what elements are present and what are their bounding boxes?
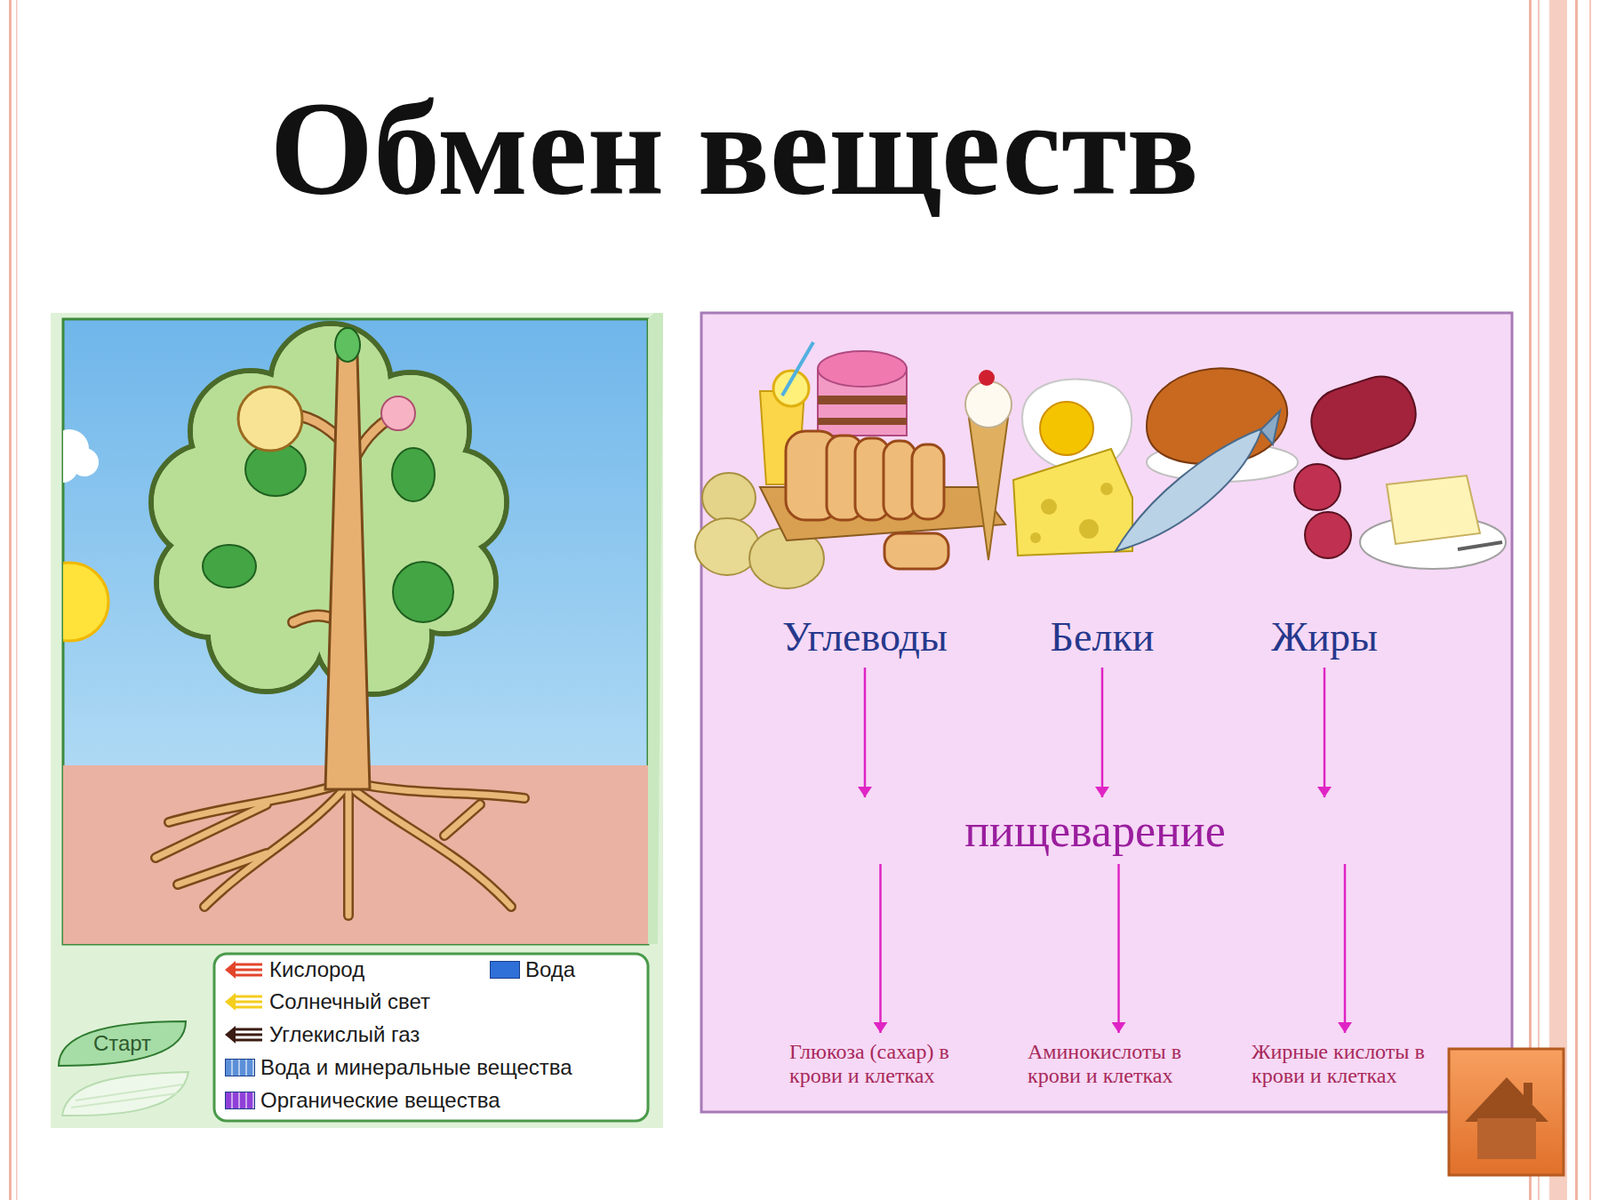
legend-text: Углекислый газ bbox=[269, 1022, 420, 1048]
start-button: Старт bbox=[56, 1018, 189, 1069]
fruit bbox=[238, 386, 303, 451]
legend-swatch bbox=[489, 960, 520, 979]
flow-arrow bbox=[1344, 864, 1347, 1033]
node-text: Аминокислоты в крови и клетках bbox=[1027, 1040, 1210, 1088]
legend-text: Кислород bbox=[269, 957, 365, 983]
legend-line-sample bbox=[224, 960, 264, 980]
node-text: пищеварение bbox=[964, 804, 1226, 857]
legend-text: Вода и минеральные вещества bbox=[260, 1055, 573, 1080]
legend-item: Солнечный свет bbox=[224, 988, 431, 1016]
food-picture bbox=[695, 342, 1506, 589]
legend-text: Органические вещества bbox=[260, 1088, 501, 1113]
nutrient-label: Углеводы bbox=[782, 613, 948, 661]
result-label: Аминокислоты в крови и клетках bbox=[1027, 1040, 1210, 1088]
flow-arrow bbox=[1101, 667, 1104, 798]
legend-item: Углекислый газ bbox=[224, 1021, 420, 1048]
legend-item: Органические вещества bbox=[224, 1087, 501, 1114]
node-text: Старт bbox=[93, 1031, 152, 1056]
flower bbox=[381, 396, 416, 431]
tree bbox=[151, 323, 525, 916]
stop-button bbox=[62, 1072, 189, 1116]
legend-item: Вода и минеральные вещества bbox=[224, 1054, 573, 1081]
legend-item: Кислород bbox=[224, 956, 365, 984]
node-text: Жиры bbox=[1271, 613, 1378, 661]
bud bbox=[335, 328, 360, 362]
legend-frame bbox=[62, 953, 648, 1121]
flow-arrow bbox=[864, 667, 867, 798]
node-text: Белки bbox=[1050, 613, 1155, 661]
cloud bbox=[63, 429, 99, 483]
legend-swatch bbox=[224, 1091, 256, 1110]
node-text: Углеводы bbox=[782, 613, 948, 661]
node-text: Глюкоза (сахар) в крови и клетках bbox=[789, 1040, 972, 1088]
result-label: Глюкоза (сахар) в крови и клетках bbox=[789, 1040, 972, 1088]
home-button bbox=[1448, 1048, 1564, 1176]
slide-title: Обмен веществ bbox=[0, 81, 1469, 216]
flow-arrow bbox=[1117, 864, 1120, 1033]
legend-line-sample bbox=[224, 992, 264, 1012]
flow-arrow bbox=[1323, 667, 1327, 798]
legend-line-sample bbox=[224, 1024, 264, 1045]
process-label: пищеварение bbox=[964, 804, 1226, 857]
node-text: Жирные кислоты в крови и клетках bbox=[1251, 1040, 1439, 1088]
plant-panel bbox=[30, 312, 664, 1128]
flow-arrow bbox=[879, 864, 882, 1033]
legend-text: Солнечный свет bbox=[269, 989, 431, 1015]
legend-swatch bbox=[224, 1058, 256, 1077]
legend-text: Вода bbox=[525, 957, 576, 983]
leaves bbox=[202, 442, 454, 623]
legend-item: Вода bbox=[489, 956, 576, 984]
sun bbox=[63, 562, 109, 641]
nutrient-label: Белки bbox=[1050, 613, 1155, 661]
nutrient-label: Жиры bbox=[1271, 613, 1378, 661]
food-panel bbox=[701, 312, 1512, 1112]
result-label: Жирные кислоты в крови и клетках bbox=[1251, 1040, 1439, 1088]
roots bbox=[155, 782, 525, 916]
